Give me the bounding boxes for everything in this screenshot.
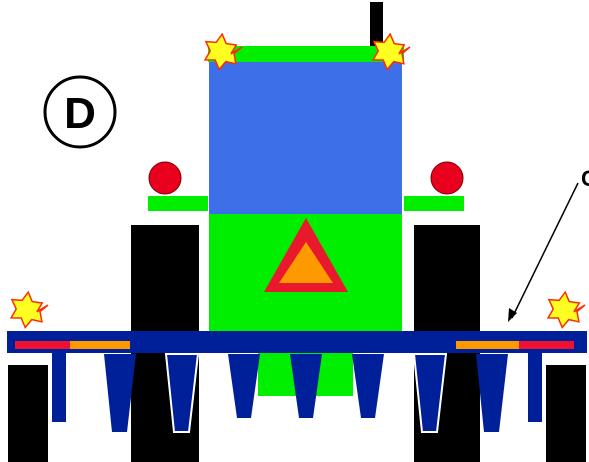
tillage-shanks — [104, 353, 508, 433]
cab-left-beacon-icon — [203, 32, 243, 71]
right-amber-reflector — [456, 341, 519, 349]
shank — [352, 354, 384, 418]
shank — [228, 354, 260, 418]
shank — [290, 354, 322, 418]
shank — [104, 354, 136, 432]
slow-moving-vehicle-emblem-icon — [264, 218, 348, 292]
left-toolbar-leg — [52, 352, 66, 422]
left-rear-tire — [131, 225, 199, 335]
left-amber-reflector — [70, 341, 130, 349]
left-red-reflector — [15, 341, 70, 349]
callout-label: C — [581, 166, 589, 191]
exhaust-stack — [370, 2, 383, 48]
callout-arrowhead — [508, 308, 517, 322]
shank — [164, 353, 200, 433]
panel-letter-circle — [43, 75, 117, 149]
implement-toolbar — [7, 331, 587, 353]
right-toolbar-leg — [528, 352, 542, 422]
right-gauge-wheel — [546, 365, 586, 462]
right-tail-light-icon — [430, 161, 464, 195]
cab-window — [209, 62, 402, 216]
right-red-reflector — [519, 341, 574, 349]
left-tail-light-icon — [148, 161, 182, 195]
toolbar-left-beacon-icon — [9, 290, 49, 329]
toolbar-right-beacon-icon — [546, 290, 586, 329]
right-rear-tire — [414, 225, 480, 335]
cab-roof — [208, 46, 404, 62]
left-gauge-wheel — [8, 365, 48, 462]
shank — [476, 354, 508, 432]
panel-letter: D — [64, 89, 96, 138]
callout-arrow — [511, 182, 579, 319]
cab-right-beacon-icon — [371, 32, 411, 71]
right-fender — [404, 196, 464, 211]
shank — [412, 353, 448, 433]
left-fender — [148, 196, 208, 211]
